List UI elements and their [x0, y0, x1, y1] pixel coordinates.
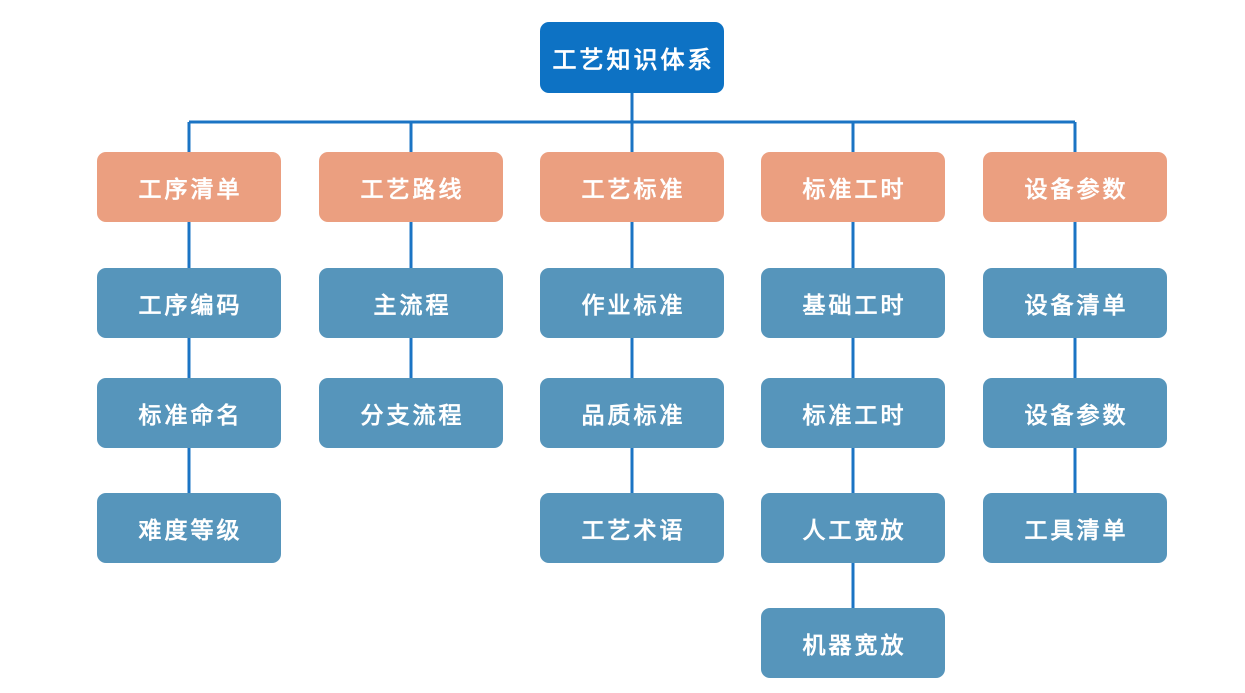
branch-node-process-standard: 工艺标准 — [540, 152, 724, 222]
child-node: 作业标准 — [540, 268, 724, 338]
connector-path — [187, 93, 1077, 608]
child-node: 设备参数 — [983, 378, 1167, 448]
child-node: 工具清单 — [983, 493, 1167, 563]
branch-node-standard-hours: 标准工时 — [761, 152, 945, 222]
child-node: 人工宽放 — [761, 493, 945, 563]
child-node: 品质标准 — [540, 378, 724, 448]
child-node: 基础工时 — [761, 268, 945, 338]
child-node: 工艺术语 — [540, 493, 724, 563]
child-node: 机器宽放 — [761, 608, 945, 678]
child-node: 分支流程 — [319, 378, 503, 448]
branch-node-process-route: 工艺路线 — [319, 152, 503, 222]
child-node: 设备清单 — [983, 268, 1167, 338]
branch-node-process-list: 工序清单 — [97, 152, 281, 222]
root-node: 工艺知识体系 — [540, 22, 724, 93]
child-node: 难度等级 — [97, 493, 281, 563]
child-node: 标准工时 — [761, 378, 945, 448]
child-node: 标准命名 — [97, 378, 281, 448]
child-node: 主流程 — [319, 268, 503, 338]
branch-node-equipment-params: 设备参数 — [983, 152, 1167, 222]
child-node: 工序编码 — [97, 268, 281, 338]
